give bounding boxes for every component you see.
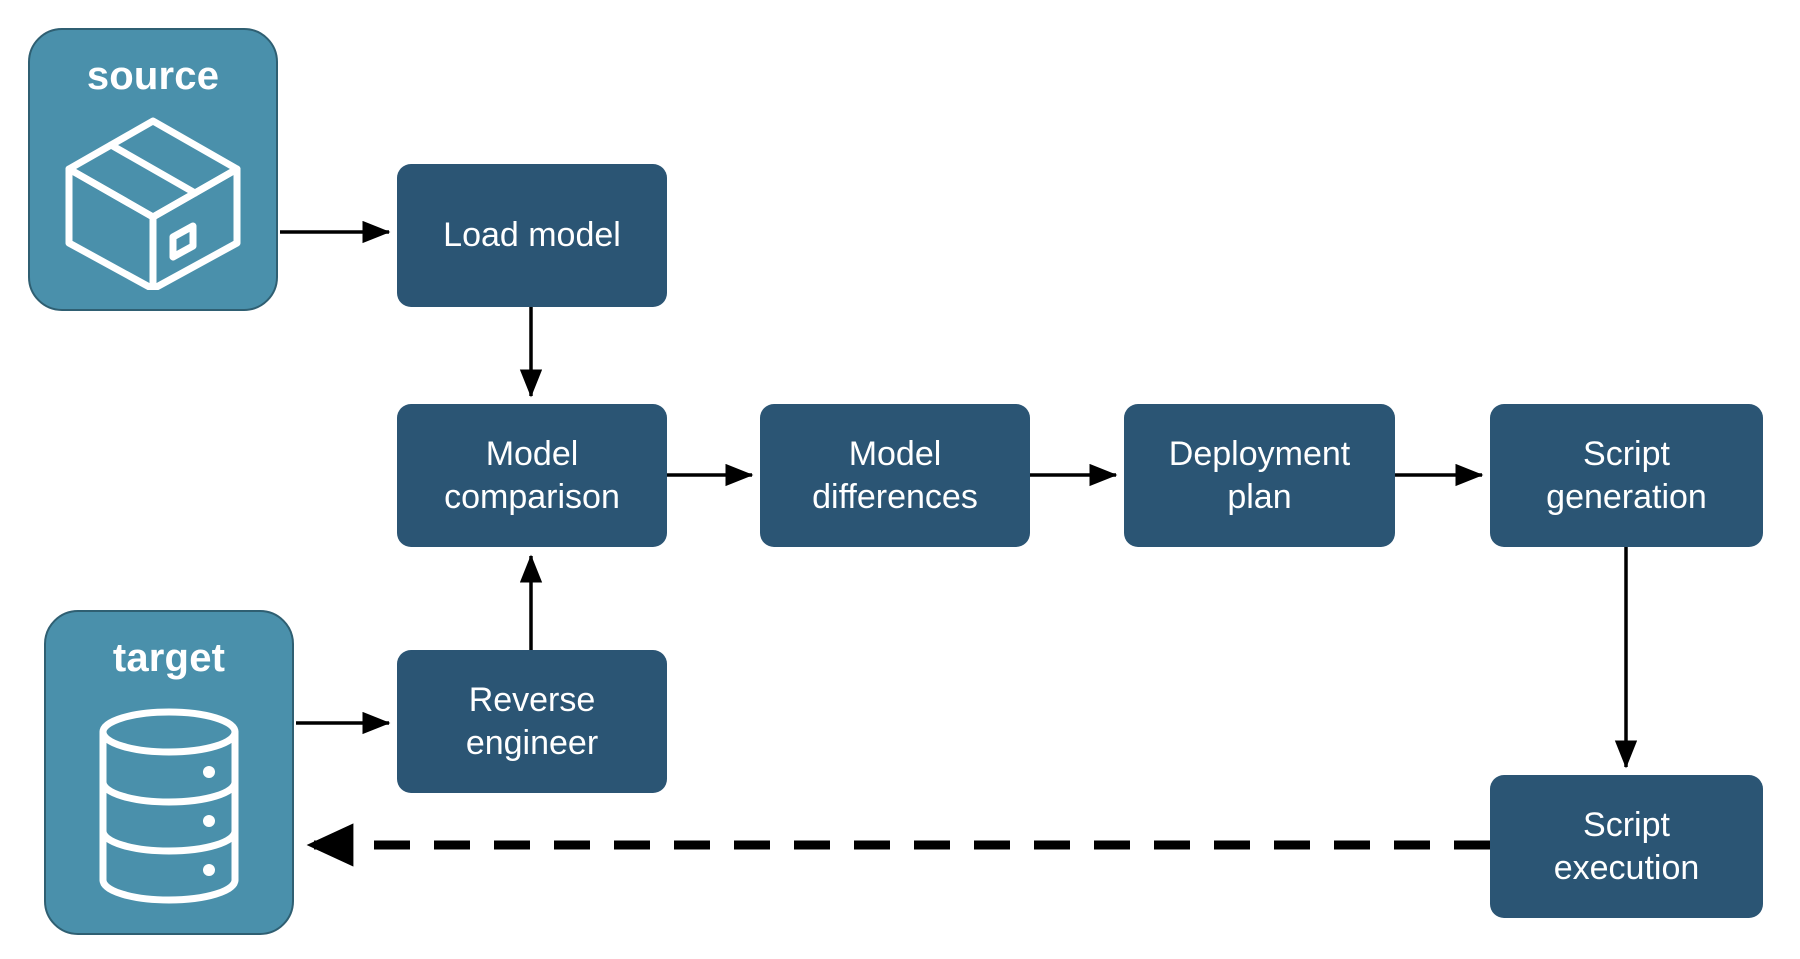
process-reverse-engineer-line-2: engineer <box>465 723 599 762</box>
endpoint-source-label: source <box>86 54 220 98</box>
endpoint-target[interactable]: target <box>44 610 294 935</box>
process-load-model-line-1: Load model <box>443 216 621 255</box>
process-deployment-plan-text: Deployment plan <box>1169 433 1350 518</box>
process-script-execution-line-1: Script <box>1583 806 1670 844</box>
process-model-comparison-line-1: Model <box>485 435 579 473</box>
process-load-model[interactable]: Load model <box>397 164 667 307</box>
process-script-generation[interactable]: Script generation <box>1490 404 1763 547</box>
process-reverse-engineer-text: Reverse engineer <box>466 679 598 764</box>
process-script-generation-line-1: Script <box>1583 435 1670 473</box>
process-model-comparison-text: Model comparison <box>444 433 620 518</box>
process-reverse-engineer-line-1: Reverse <box>468 681 596 719</box>
process-model-comparison-line-2: comparison <box>444 477 620 516</box>
process-script-execution-text: Script execution <box>1554 804 1700 889</box>
process-reverse-engineer[interactable]: Reverse engineer <box>397 650 667 793</box>
process-model-differences[interactable]: Model differences <box>760 404 1030 547</box>
process-load-model-text: Load model <box>443 214 621 257</box>
process-model-differences-line-2: differences <box>812 477 978 516</box>
package-box-icon <box>30 96 276 309</box>
process-model-comparison[interactable]: Model comparison <box>397 404 667 547</box>
process-script-generation-text: Script generation <box>1546 433 1707 518</box>
database-cylinder-icon <box>46 678 292 933</box>
process-script-execution-line-2: execution <box>1553 848 1700 887</box>
process-deployment-plan-line-2: plan <box>1227 477 1292 516</box>
process-deployment-plan[interactable]: Deployment plan <box>1124 404 1395 547</box>
process-script-generation-line-2: generation <box>1546 477 1707 516</box>
endpoint-target-label: target <box>112 636 226 680</box>
process-model-differences-line-1: Model <box>848 435 942 473</box>
process-script-execution[interactable]: Script execution <box>1490 775 1763 918</box>
endpoint-source[interactable]: source <box>28 28 278 311</box>
process-model-differences-text: Model differences <box>812 433 978 518</box>
process-deployment-plan-line-1: Deployment <box>1168 435 1351 473</box>
